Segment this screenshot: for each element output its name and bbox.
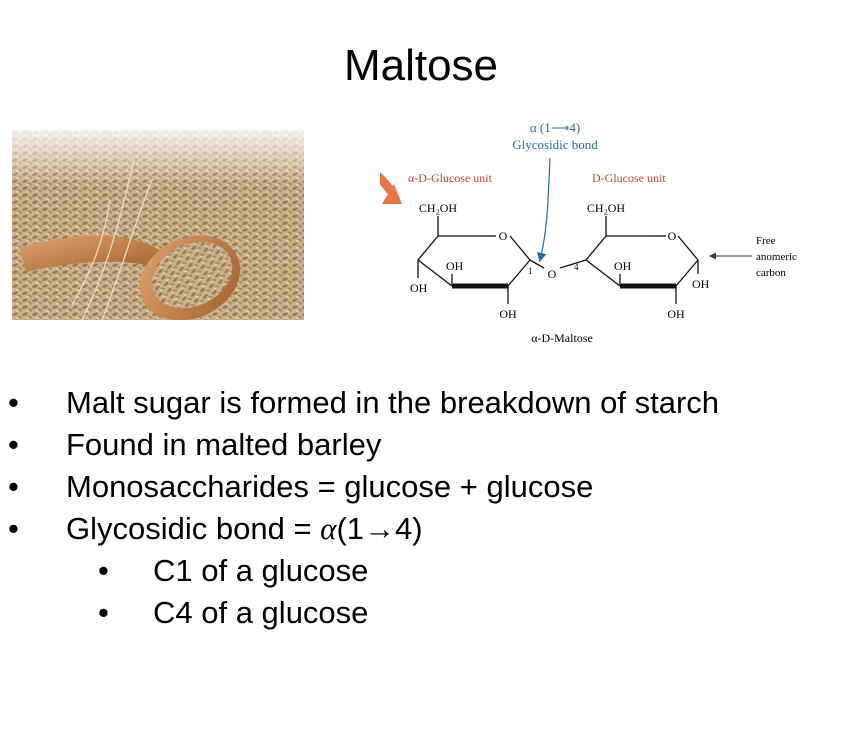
c4-number: 4 (574, 262, 579, 272)
bullet-item: • Monosaccharides = glucose + glucose (0, 466, 842, 508)
right-oh-c1: OH (692, 277, 710, 291)
diagram-caption: α-D-Maltose (531, 331, 593, 345)
sub-bullet-text: C1 of a glucose (153, 553, 369, 588)
bond-label-line2: Glycosidic bond (512, 137, 598, 152)
bullet-dot: • (8, 511, 19, 546)
bridge-oxygen: O (548, 267, 557, 281)
bullet-text: Malt sugar is formed in the breakdown of… (66, 385, 720, 420)
bond-pointer-arrow-icon (537, 157, 551, 263)
bullet-text: Glycosidic bond = α(1→4) (66, 508, 423, 550)
bullet-text: Found in malted barley (66, 427, 382, 462)
left-glucose-ring (417, 216, 545, 304)
left-ring-oxygen: O (499, 229, 508, 243)
right-oh-c3: OH (667, 307, 685, 321)
sub-bullet-item: • C4 of a glucose (0, 592, 842, 634)
bullet-dot: • (8, 427, 19, 462)
bullet-text: Monosaccharides = glucose + glucose (66, 469, 594, 504)
right-ch2oh: CH₂OH (587, 201, 626, 215)
free-anomeric-line2: anomeric (756, 251, 797, 263)
sub-bullet-dot: • (98, 595, 109, 630)
sub-bullet-dot: • (98, 553, 109, 588)
free-anomeric-line3: carbon (756, 267, 786, 279)
slide-title: Maltose (343, 41, 499, 90)
bullet-item: • Glycosidic bond = α(1→4) (0, 508, 842, 550)
left-oh-c3: OH (499, 307, 517, 321)
right-oh-c2: OH (614, 259, 632, 273)
left-ch2oh: CH₂OH (419, 201, 458, 215)
maltose-structure-diagram: α (1⟶4) Glycosidic bond α-D-Glucose unit… (380, 120, 797, 345)
free-anomeric-line1: Free (756, 235, 776, 247)
right-unit-label: D-Glucose unit (592, 171, 666, 185)
left-oh-c2: OH (446, 259, 464, 273)
bullet-dot: • (8, 469, 19, 504)
alpha-symbol: α (320, 511, 337, 546)
bond-label-line1: α (1⟶4) (530, 120, 580, 135)
bullet-text-suffix: (1→4) (336, 511, 423, 546)
bullet-list: • Malt sugar is formed in the breakdown … (0, 382, 842, 634)
bullet-dot: • (8, 385, 19, 420)
left-unit-label: α-D-Glucose unit (408, 171, 493, 185)
c1-number: 1 (528, 266, 533, 276)
bullet-item: • Found in malted barley (0, 424, 842, 466)
right-ring-oxygen: O (668, 229, 677, 243)
barley-photo (12, 130, 304, 320)
sub-bullet-text: C4 of a glucose (153, 595, 369, 630)
bullet-item: • Malt sugar is formed in the breakdown … (0, 382, 842, 424)
pointer-arrowhead-icon (382, 184, 402, 204)
bullet-text-prefix: Glycosidic bond = (66, 511, 321, 546)
left-oh-c4: OH (410, 281, 428, 295)
right-glucose-ring (585, 216, 699, 304)
sub-bullet-item: • C1 of a glucose (0, 550, 842, 592)
pointer-arrow-icon (380, 172, 395, 195)
